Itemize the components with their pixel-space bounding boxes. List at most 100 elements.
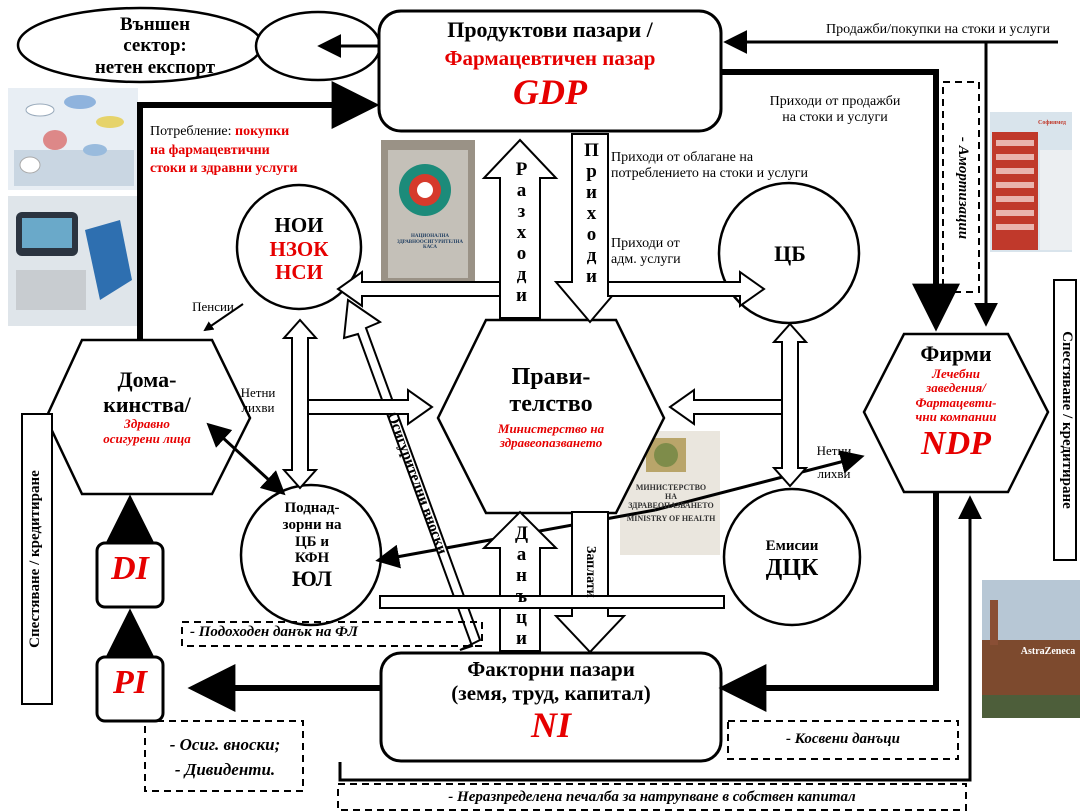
external-sector-label: Външен сектор: нетен експорт <box>80 14 230 78</box>
government-title-1: Прави- <box>511 364 591 390</box>
nzok-line: НЗОК <box>269 236 329 261</box>
factor-markets-label: Факторни пазари (земя, труд, капитал) NI <box>385 657 717 746</box>
external-sector-line2: сектор: <box>123 35 187 57</box>
nzok-sign-text: НАЦИОНАЛНА ЗДРАВНООСИГУРИТЕЛНА КАСА <box>392 234 468 251</box>
adm-services-label: Приходи от адм. услуги <box>611 236 721 267</box>
government-sub-2: здравеопазването <box>499 435 603 451</box>
hospital-building-photo <box>990 112 1072 252</box>
revenue-line1: Приходи от продажби <box>769 94 901 109</box>
indirect-taxes-label: - Косвени данъци <box>786 731 900 747</box>
astrazeneca-building-photo <box>982 580 1080 718</box>
income-tax-label: - Подоходен данък на ФЛ <box>190 624 358 640</box>
supervised-line5: ЮЛ <box>291 566 333 592</box>
consumption-line3: стоки и здравни услуги <box>150 161 298 177</box>
nzok-sign-line3: КАСА <box>423 245 437 251</box>
ministry-sign-text: МИНИСТЕРСТВО НА ЗДРАВЕОПАЗВАНЕТО MINISTR… <box>624 483 718 524</box>
net-interest-left-line1: Нетни <box>240 385 276 400</box>
supervised-line2: зорни на <box>282 516 342 533</box>
savings-left-box <box>21 413 53 705</box>
firms-title: Фирми <box>920 341 992 366</box>
revenues-label: Приходи <box>581 139 602 287</box>
noi-label: НОИ НЗОК НСИ <box>250 213 348 285</box>
dashed-boxes <box>144 81 980 811</box>
revenue-label: Приходи от продажби на стоки и услуги <box>742 94 928 125</box>
ni-label: NI <box>530 705 571 746</box>
di-label: DI <box>111 550 149 587</box>
firms-sub-1: Лечебни <box>932 365 980 381</box>
nsi-line: НСИ <box>275 260 323 285</box>
supervised-line1: Поднад- <box>284 500 340 516</box>
net-interest-right-line2: лихви <box>817 465 851 481</box>
tax-revenue-line2: потреблението на стоки и услуги <box>611 165 808 181</box>
consumption-line2: на фармацевтични <box>150 142 270 158</box>
consumption-label: Потребление: покупки на фармацевтични ст… <box>150 124 374 177</box>
government-sub-1: Министерство на <box>497 420 605 436</box>
emissions-label: Емисии ДЦК <box>740 538 844 582</box>
medical-device-photo <box>8 196 138 326</box>
factor-markets-subtitle: (земя, труд, капитал) <box>451 680 651 705</box>
households-label: Дома- кинства/ Здравно осигурени лица <box>60 367 234 446</box>
net-interest-right-line1: Нетни <box>816 443 852 458</box>
households-sub-1: Здравно <box>124 416 170 432</box>
pills-photo <box>8 88 138 190</box>
hollow-arrows <box>281 133 809 654</box>
adm-services-line1: Приходи от <box>611 236 680 251</box>
product-markets-title: Продуктови пазари / <box>447 17 653 42</box>
dividends-line: - Дивиденти. <box>174 760 276 780</box>
tax-revenue-line1: Приходи от облагане на <box>611 150 754 165</box>
net-interest-left: Нетни лихви <box>228 385 288 415</box>
firms-sub-3: Фартацевти- <box>915 394 997 410</box>
salaries-label-wrap: Заплати <box>512 546 668 598</box>
pensions-label: Пенсии <box>192 299 234 314</box>
supervised-line3: ЦБ и <box>295 533 329 550</box>
firms-hexagon <box>862 332 1050 494</box>
external-sector-line1: Външен <box>119 14 191 35</box>
factor-markets-title: Факторни пазари <box>467 657 635 681</box>
contrib-dividends-label: - Осиг. вноски; - Дивиденти. <box>150 735 300 779</box>
noi-circle <box>235 183 363 311</box>
hospital-sign-text: Софиямед <box>1038 120 1066 126</box>
salaries-label: Заплати <box>582 545 598 598</box>
gdp-label: GDP <box>513 72 587 113</box>
product-markets-label: Продуктови пазари / Фармацевтичен пазар … <box>385 17 715 113</box>
central-bank-label: ЦБ <box>774 241 806 266</box>
ministry-sign-line1: МИНИСТЕРСТВО <box>635 483 707 492</box>
nzok-sign-photo <box>381 140 475 288</box>
savings-left-label: Спестяване / кредитиране <box>27 470 43 648</box>
thin-flow-arrows <box>203 303 244 332</box>
emissions-line1: Емисии <box>765 538 819 554</box>
expenditures-label: Разходи <box>511 159 532 306</box>
firms-sub-4: чни компании <box>915 409 997 425</box>
net-interest-left-line2: лихви <box>241 399 275 415</box>
consumption-line1-red: покупки <box>235 124 290 139</box>
ministry-sign-line2: НА ЗДРАВЕОПАЗВАНЕТО <box>628 491 714 510</box>
savings-right-label: Спестяване / кредитиране <box>1059 331 1075 509</box>
nzok-sign-line2: ЗДРАВНООСИГУРИТЕЛНА <box>397 239 463 245</box>
nzok-sign-line1: НАЦИОНАЛНА <box>411 234 449 239</box>
households-title-2: кинства/ <box>103 391 191 417</box>
government-hexagon <box>436 318 666 515</box>
medium-flow-arrows <box>206 29 1058 782</box>
taxes-label: Данъци <box>511 522 532 649</box>
emissions-circle <box>722 487 862 627</box>
tax-revenue-label: Приходи от облагане на потреблението на … <box>611 150 861 181</box>
product-markets-subtitle: Фармацевтичен пазар <box>444 45 656 70</box>
firms-sub-2: заведения/ <box>926 380 986 396</box>
net-interest-right: Нетни лихви <box>804 443 864 481</box>
retained-earnings-label: - Неразпределена печалба за натрупване в… <box>448 789 856 805</box>
households-sub-2: осигурени лица <box>103 430 191 446</box>
thick-flow-arrows <box>106 69 960 712</box>
supervised-label: Поднад- зорни на ЦБ и КФН ЮЛ <box>262 500 362 592</box>
consumption-line1: Потребление: <box>150 124 232 139</box>
external-sector-line3: нетен експорт <box>94 56 216 78</box>
sales-purchases-label: Продажби/покупки на стоки и услуги <box>826 22 1050 37</box>
households-title-1: Дома- <box>117 367 177 392</box>
pi-label: PI <box>113 664 147 701</box>
supervised-line4: КФН <box>294 550 330 567</box>
astrazeneca-sign-text: AstraZeneca <box>1020 646 1076 657</box>
revenue-line2: на стоки и услуги <box>782 109 888 125</box>
emissions-line2: ДЦК <box>765 554 819 581</box>
savings-right-box <box>1053 279 1077 561</box>
